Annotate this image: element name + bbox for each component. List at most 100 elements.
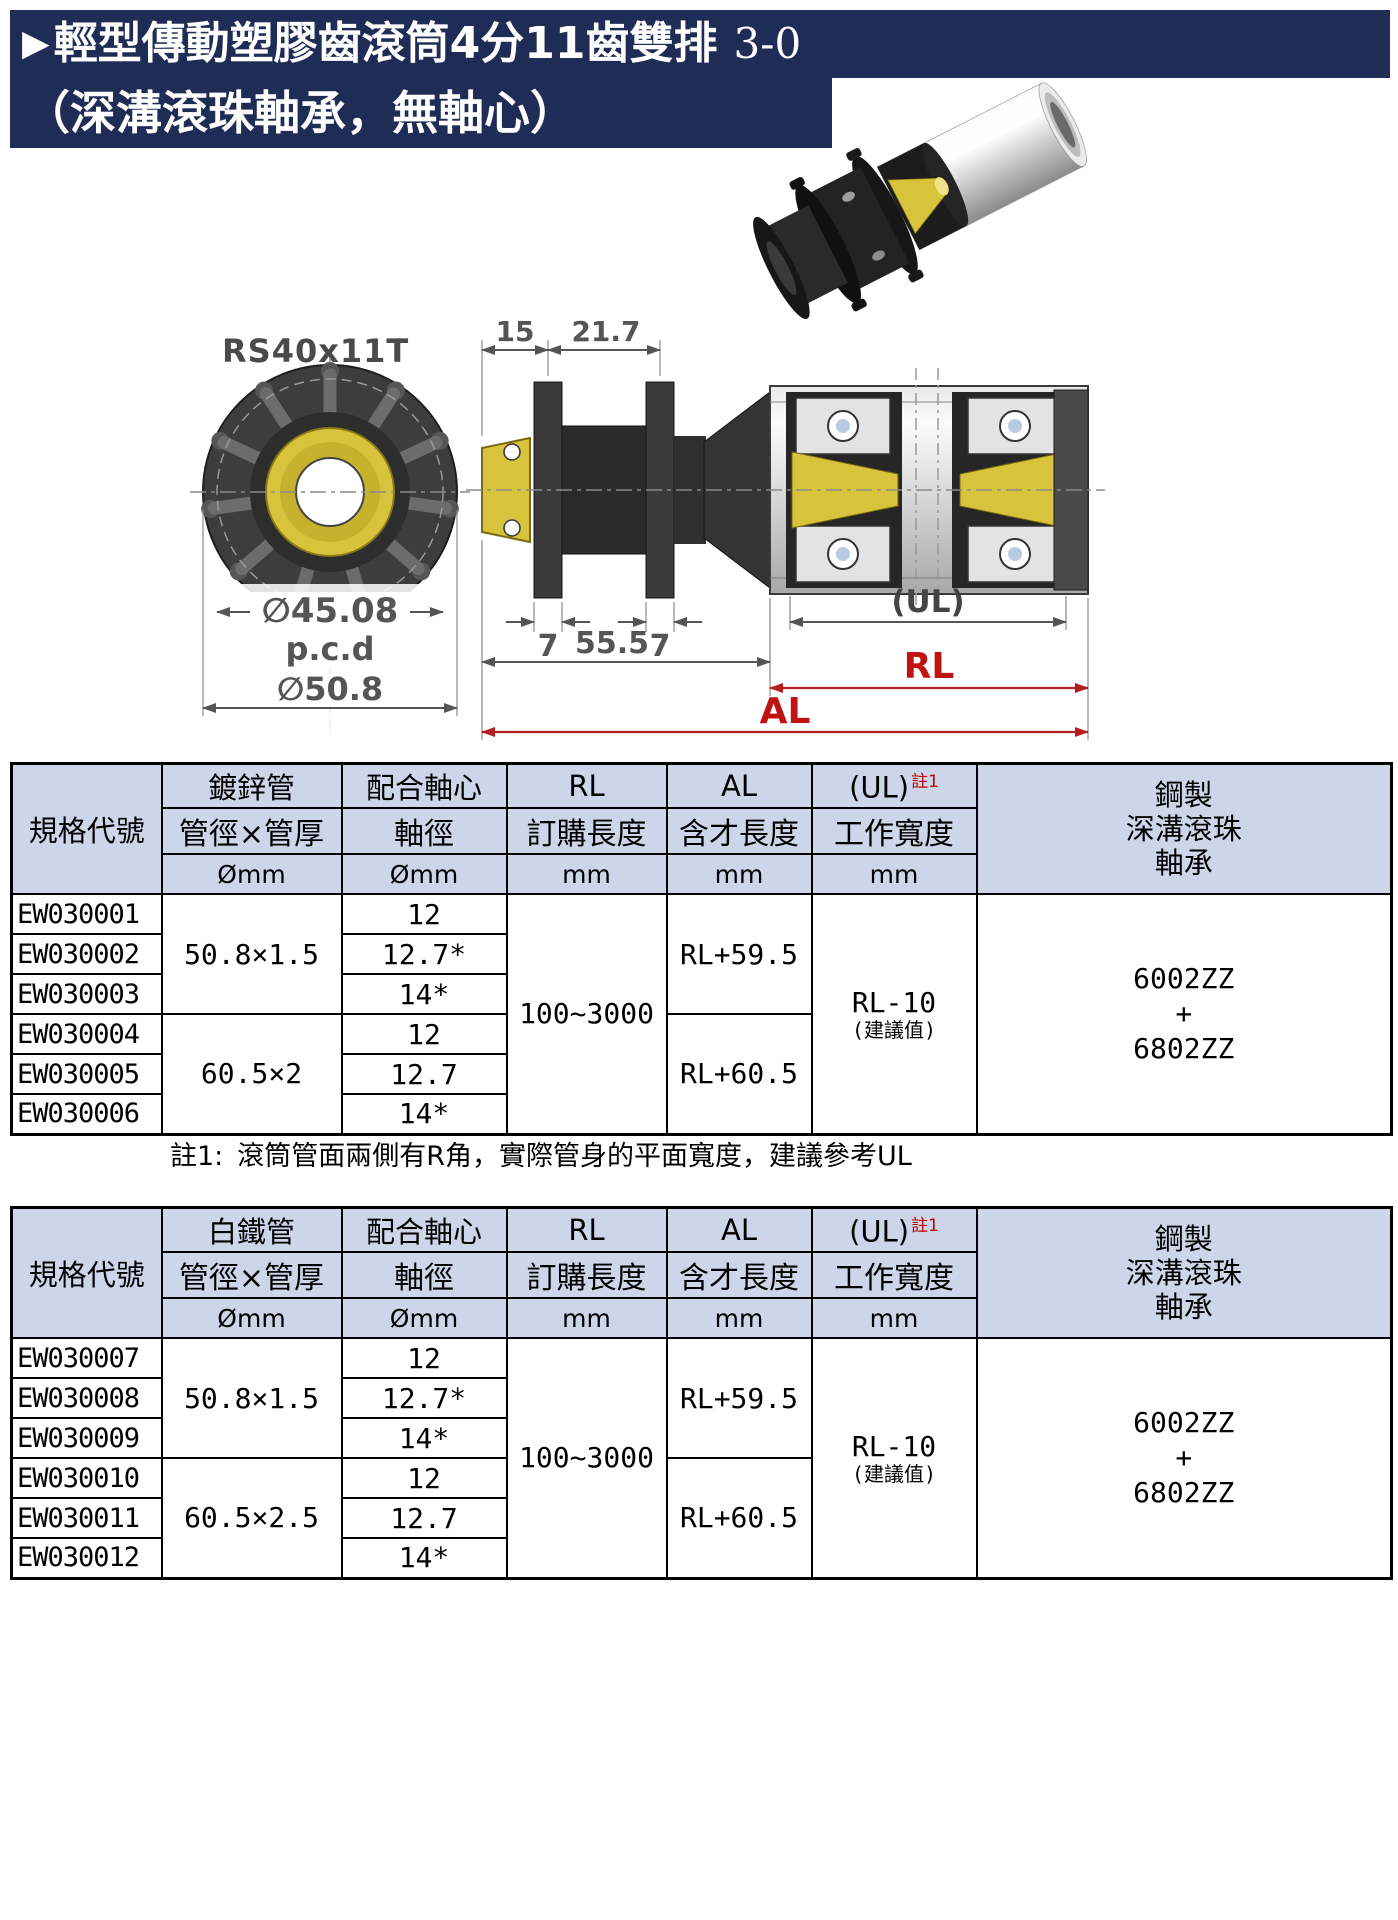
dim-55-5-label: 55.5	[575, 626, 649, 661]
dim-rl-label: RL	[904, 646, 955, 687]
bearing-cell: 6002ZZ + 6802ZZ	[975, 893, 1393, 1135]
rl-range-cell: 100~3000	[505, 1337, 668, 1579]
roller-side-view: 15 21.7 7 7 55.5 (UL) RL AL	[466, 315, 1105, 740]
table-row: EW030006 14*	[10, 1093, 1392, 1135]
pipe-size-cell: 60.5×2	[160, 1013, 343, 1135]
al-formula-cell: RL+59.5	[665, 893, 813, 1015]
header-ul-unit: mm	[810, 1297, 978, 1339]
shaft-dia-cell: 12	[340, 1457, 508, 1499]
header-pipe-unit: Ømm	[160, 853, 343, 895]
dim-7-left-label: 7	[538, 629, 559, 664]
header-code: 規格代號	[10, 762, 163, 895]
note1-ref: 註1	[911, 772, 939, 793]
model-code-cell: EW030007	[10, 1337, 163, 1379]
header-rl-sub: 訂購長度	[505, 807, 668, 855]
shaft-dia-cell: 12.7*	[340, 933, 508, 975]
bearing-ball-core	[836, 547, 850, 561]
page-title: 輕型傳動塑膠齒滾筒4分11齒雙排	[53, 18, 718, 69]
ul-cell: RL-10 (建議值)	[810, 1337, 978, 1579]
spec-table-galvanized: 規格代號 鍍鋅管 配合軸心 RL AL (UL)註1 鋼製 深溝滾珠 軸承 管徑…	[10, 762, 1393, 1136]
header-rl-unit: mm	[505, 853, 668, 895]
table-row: EW030010 60.5×2.5 12 RL+60.5	[10, 1457, 1392, 1579]
table-row: EW030002 12.7*	[10, 933, 1392, 975]
footnote-label: 註1:	[170, 1141, 224, 1172]
rl-range-cell: 100~3000	[505, 893, 668, 1135]
roller-assembly	[753, 82, 1087, 320]
gear-tooth	[851, 298, 867, 312]
shaft-dia-cell: 14*	[340, 1537, 508, 1579]
al-formula-cell: RL+60.5	[665, 1013, 813, 1135]
gear-tooth	[789, 176, 805, 190]
page-subtitle: （深溝滾珠軸承，無軸心）	[24, 86, 576, 140]
model-code-cell: EW030002	[10, 933, 163, 975]
header-al-unit: mm	[665, 853, 813, 895]
footnote-1: 註1:滾筒管面兩側有R角，實際管身的平面寬度，建議參考UL	[170, 1134, 912, 1173]
header-bearing: 鋼製 深溝滾珠 軸承	[975, 1206, 1393, 1339]
header-ul-sub: 工作寬度	[810, 807, 978, 855]
arrow-right-icon: ▶	[22, 23, 50, 64]
table-row: EW030011 12.7	[10, 1497, 1392, 1539]
pipe-size-cell: 60.5×2.5	[160, 1457, 343, 1579]
header-al-group: AL	[665, 1206, 813, 1253]
model-code-cell: EW030008	[10, 1377, 163, 1419]
header-shaft-unit: Ømm	[340, 1297, 508, 1339]
header-ul-unit: mm	[810, 853, 978, 895]
outer-diameter-label: ∅50.8	[277, 670, 383, 708]
header-al-group: AL	[665, 762, 813, 809]
header-code: 規格代號	[10, 1206, 163, 1339]
header-al-sub: 含才長度	[665, 1251, 813, 1299]
dim-15-label: 15	[496, 315, 535, 348]
header-rl-sub: 訂購長度	[505, 1251, 668, 1299]
header-al-sub: 含才長度	[665, 807, 813, 855]
shaft-dia-cell: 12.7	[340, 1497, 508, 1539]
header-shaft-sub: 軸徑	[340, 1251, 508, 1299]
pcd-text-patch	[250, 592, 410, 668]
shaft-dia-cell: 14*	[340, 1093, 508, 1135]
technical-drawing: RS40x11T	[190, 315, 1105, 740]
page-title-code: 3-0	[733, 19, 802, 68]
dim-7-right-label: 7	[650, 629, 671, 664]
model-code-cell: EW030004	[10, 1013, 163, 1055]
bearing-cell: 6002ZZ + 6802ZZ	[975, 1337, 1393, 1579]
shaft-dia-cell: 12.7	[340, 1053, 508, 1095]
product-3d-render	[753, 82, 1087, 320]
tube-end-bore	[1050, 101, 1076, 148]
pipe-size-cell: 50.8×1.5	[160, 1337, 343, 1459]
bolt-head	[842, 191, 855, 202]
bearing-ball-core	[1008, 547, 1022, 561]
outer-dia-text-patch	[266, 676, 394, 704]
table-row: EW030004 60.5×2 12 RL+60.5	[10, 1013, 1392, 1135]
bearing-ball-core	[836, 419, 850, 433]
shaft-dia-cell: 12	[340, 893, 508, 935]
gear-tooth	[908, 269, 924, 283]
end-bore	[766, 241, 797, 295]
subtitle-banner: （深溝滾珠軸承，無軸心）	[10, 78, 832, 148]
bearing-ball-core	[1008, 419, 1022, 433]
al-formula-cell: RL+60.5	[665, 1457, 813, 1579]
model-code-cell: EW030009	[10, 1417, 163, 1459]
shaft-dia-cell: 14*	[340, 973, 508, 1015]
bolt-head	[872, 250, 885, 261]
header-shaft-unit: Ømm	[340, 853, 508, 895]
note1-ref: 註1	[911, 1216, 939, 1237]
header-rl-group: RL	[505, 1206, 668, 1253]
header-rl-group: RL	[505, 762, 668, 809]
model-code-cell: EW030001	[10, 893, 163, 935]
table-row: EW030001 50.8×1.5 12 100~3000 RL+59.5 RL…	[10, 893, 1393, 1135]
sprocket-model-label: RS40x11T	[222, 332, 409, 370]
model-code-cell: EW030006	[10, 1093, 163, 1135]
model-code-cell: EW030005	[10, 1053, 163, 1095]
header-pipe-group: 白鐵管	[160, 1206, 343, 1253]
pcd-label: p.c.d	[285, 630, 374, 668]
model-code-cell: EW030011	[10, 1497, 163, 1539]
header-shaft-sub: 軸徑	[340, 807, 508, 855]
ul-note: (建議值)	[851, 1018, 937, 1043]
sprocket-hub	[561, 425, 647, 555]
header-pipe-sub: 管徑×管厚	[160, 1251, 343, 1299]
sprocket-front-view: RS40x11T	[190, 332, 470, 736]
yellow-cone-left	[791, 451, 899, 529]
gear-tooth	[846, 148, 862, 161]
shaft-dia-cell: 14*	[340, 1417, 508, 1459]
hub-cylinder-1	[803, 167, 910, 293]
